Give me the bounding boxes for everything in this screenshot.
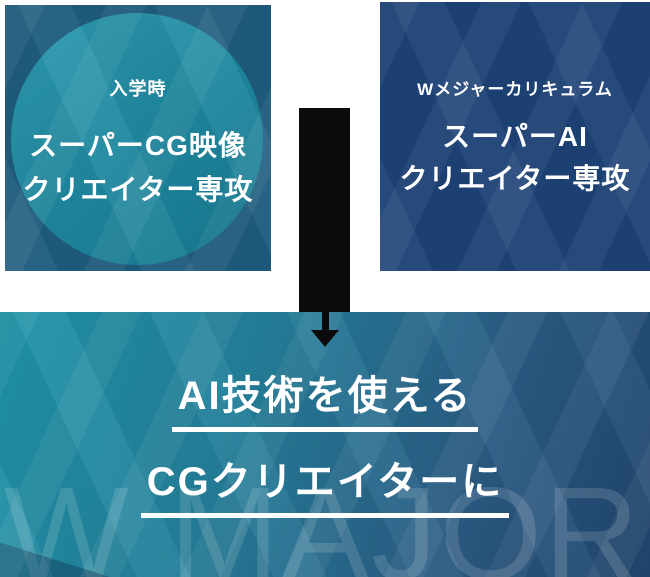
teal-circle-decoration: [11, 13, 263, 265]
down-arrow-head: [311, 330, 339, 347]
wmajor-course-card: Wメジャーカリキュラム スーパーAI クリエイター専攻: [380, 2, 650, 271]
result-line-2: CGクリエイターに: [0, 460, 650, 518]
wmajor-card-title-line2: クリエイター専攻: [399, 163, 631, 194]
admission-card-title: スーパーCG映像 クリエイター専攻: [5, 124, 271, 212]
result-line-1: AI技術を使える: [0, 374, 650, 432]
down-arrow-stem: [322, 285, 329, 331]
wmajor-card-label: Wメジャーカリキュラム: [417, 80, 613, 99]
wmajor-card-title-line1: スーパーAI: [442, 121, 588, 152]
wmajor-card-title: スーパーAI クリエイター専攻: [380, 116, 650, 200]
wmajor-watermark-text: W MAJOR: [4, 460, 642, 577]
admission-card-title-line1: スーパーCG映像: [29, 130, 247, 161]
admission-card-label: 入学時: [109, 79, 167, 99]
admission-card-title-line2: クリエイター専攻: [22, 174, 254, 205]
result-banner: W MAJOR AI技術を使える CGクリエイターに: [0, 312, 650, 577]
result-banner-text: AI技術を使える CGクリエイターに: [0, 374, 650, 546]
admission-course-card: 入学時 スーパーCG映像 クリエイター専攻: [5, 5, 271, 271]
down-arrow-bar: [299, 108, 350, 312]
